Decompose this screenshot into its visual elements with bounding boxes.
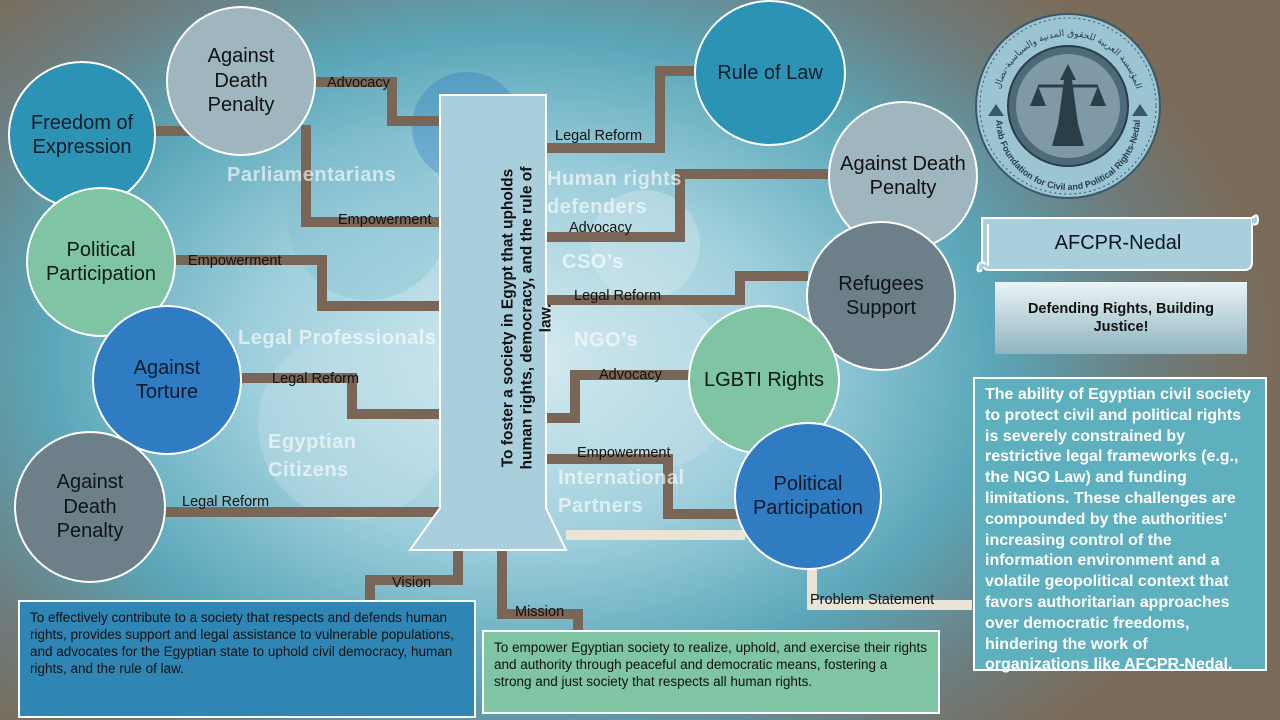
label-advocacy: Advocacy (599, 367, 662, 383)
label-empowerment: Empowerment (577, 445, 671, 461)
mission-box: To empower Egyptian society to realize, … (482, 630, 940, 714)
org-banner: AFCPR-Nedal (976, 212, 1260, 274)
tagline-box: Defending Rights, Building Justice! (995, 282, 1247, 354)
stakeholder-egyptian-citizens: Egyptian Citizens (268, 431, 357, 481)
stakeholder-legal-professionals: Legal Professionals (238, 327, 437, 349)
node-label: Against Death Penalty (840, 152, 966, 199)
node-label: Refugees Support (838, 272, 924, 319)
connector-vision (365, 550, 463, 600)
node-refugees-support: Refugees Support (806, 221, 956, 371)
banner-scroll-shape (976, 214, 1260, 273)
label-empowerment: Empowerment (338, 212, 432, 228)
vision-box: To effectively contribute to a society t… (18, 600, 476, 718)
node-against-death-penalty-top: Against Death Penalty (166, 6, 316, 156)
label-legal-reform: Legal Reform (272, 371, 360, 387)
stakeholder-ngos: NGO’s (574, 329, 638, 351)
label-advocacy: Advocacy (569, 220, 632, 236)
stakeholder-parliamentarians: Parliamentarians (227, 164, 397, 186)
connector-legal-reform-torture (240, 373, 440, 419)
node-political-participation-right: Political Participation (734, 422, 882, 570)
node-label: Rule of Law (717, 61, 823, 84)
label-mission: Mission (515, 604, 565, 620)
connector-empowerment-top (301, 125, 440, 227)
connector-empowerment-left (174, 255, 440, 311)
mission-text: To empower Egyptian society to realize, … (494, 640, 927, 689)
connector-mission (497, 550, 583, 632)
connector-legal-reform-refugees (546, 271, 808, 305)
organization-logo: المؤسسة العربية للحقوق المدنية والسياسية… (975, 13, 1161, 199)
connector-problem (807, 565, 972, 610)
tagline: Defending Rights, Building Justice! (1027, 300, 1215, 335)
label-legal-reform: Legal Reform (182, 494, 270, 510)
connector-advocacy-lgbti (546, 370, 689, 423)
banner-title: AFCPR-Nedal (1054, 232, 1182, 254)
problem-statement-text: The ability of Egyptian civil society to… (985, 386, 1251, 674)
node-against-death-penalty-bottom: Against Death Penalty (14, 431, 166, 583)
connector-advocacy-top (305, 77, 440, 126)
label-legal-reform: Legal Reform (574, 288, 662, 304)
node-label: Against Death Penalty (56, 471, 124, 543)
node-label: Against Death Penalty (207, 45, 275, 117)
node-freedom-of-expression: Freedom of Expression (8, 61, 156, 209)
connector-advocacy-right (546, 169, 830, 242)
connector-empowerment-right (546, 454, 740, 519)
label-empowerment: Empowerment (188, 253, 282, 269)
vision-text: To effectively contribute to a society t… (30, 610, 455, 676)
node-label: Freedom of Expression (30, 111, 134, 158)
node-against-torture: Against Torture (92, 305, 242, 455)
node-label: Political Participation (45, 238, 157, 285)
stakeholder-human-rights-defenders: Human rights defenders (547, 168, 682, 218)
label-vision: Vision (392, 575, 432, 591)
stakeholder-international-partners: International Partners (558, 467, 685, 517)
node-rule-of-law: Rule of Law (694, 0, 846, 146)
problem-statement-box: The ability of Egyptian civil society to… (973, 377, 1267, 674)
connector-legal-reform-rule (546, 66, 695, 153)
node-label: Against Torture (133, 356, 201, 403)
node-label: LGBTI Rights (703, 368, 825, 391)
mission-pillar (408, 94, 568, 551)
label-problem-statement: Problem Statement (810, 592, 935, 608)
background-bubble (258, 330, 448, 520)
label-advocacy: Advocacy (327, 75, 390, 91)
stakeholder-csos: CSO’s (562, 251, 624, 273)
node-label: Political Participation (752, 472, 864, 519)
label-legal-reform: Legal Reform (555, 128, 643, 144)
